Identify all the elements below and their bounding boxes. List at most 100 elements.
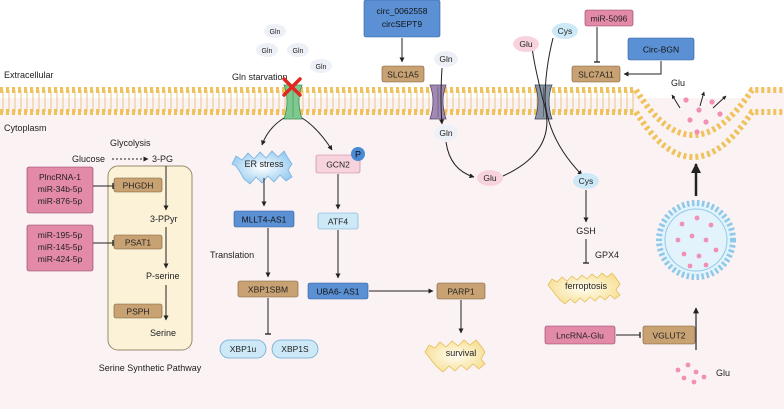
phgdh-label: PHGDH (123, 181, 154, 191)
psat1-regulator-box (26, 224, 94, 272)
ferroptosis-burst (547, 272, 621, 305)
cys-extracellular-ellipse (552, 23, 578, 39)
gln-extracellular-ellipse (434, 51, 458, 67)
phospho-badge (351, 147, 365, 161)
survival-burst (424, 339, 486, 373)
cys-intracellular-label: Cys (579, 176, 594, 186)
xbp1u-pill (219, 339, 267, 359)
circbgn-to-slc7a11-arrow (623, 61, 662, 77)
serine-label: Serine (150, 328, 176, 338)
slc1a5-channel (429, 84, 447, 120)
ferroptosis-label: ferroptosis (565, 281, 608, 291)
regulator-mir876: miR-876-5p (38, 196, 83, 206)
phgdh-box (113, 177, 163, 193)
glu-extracellular-label: Glu (519, 39, 533, 49)
gln-intracellular-label: Gln (439, 128, 453, 138)
gsh-label: GSH (576, 226, 596, 236)
glu-release-dots (683, 97, 723, 135)
glu-released-label: Glu (671, 78, 685, 88)
atf4-label: ATF4 (328, 217, 348, 227)
psat1-label: PSAT1 (125, 238, 152, 248)
circ-0062558-label: circ_0062558 (376, 6, 427, 16)
regulator-mir195: miR-195-5p (38, 230, 83, 240)
gcn2-box (315, 154, 361, 174)
vglut2-label: VGLUT2 (652, 331, 685, 341)
glu-extracellular-ellipse (513, 36, 539, 52)
glu-release-arrow-left (671, 94, 681, 109)
gln-molecule: Gln (262, 48, 273, 55)
mllt4-box (233, 210, 295, 228)
glycolysis-label: Glycolysis (110, 138, 151, 148)
regulator-plncrna1: PlncRNA-1 (39, 172, 81, 182)
mir5096-label: miR-5096 (591, 14, 628, 24)
gln-to-glu-arrow (445, 141, 475, 179)
cys-import-arrow (544, 37, 583, 176)
gln-molecule: Gln (316, 64, 327, 71)
uba6-label: UBA6- AS1 (317, 287, 360, 297)
circ-bgn-box (627, 37, 695, 61)
slc7a11-box (571, 65, 621, 83)
circsept9-label: circSEPT9 (382, 19, 422, 29)
pserine-label: P-serine (146, 271, 180, 281)
glu-release-arrow-mid (699, 91, 705, 107)
lncrna-glu-label: LncRNA-Glu (556, 331, 604, 341)
glu-intracellular-ellipse (477, 170, 503, 186)
cytoplasm-label: Cytoplasm (4, 123, 47, 133)
xbp1s-label: XBP1S (281, 344, 309, 354)
vglut2-box (642, 325, 696, 345)
circ-slc1a5-box (363, 0, 441, 38)
slc7a11-label: SLC7A11 (578, 70, 614, 80)
psph-label: PSPH (126, 307, 149, 317)
glu-free-label: Glu (716, 368, 730, 378)
mir5096-box (584, 9, 634, 27)
free-glu-dots (675, 362, 707, 385)
gln-molecule: Gln (293, 48, 304, 55)
cell-membrane (0, 87, 784, 160)
gln-import-arrow (439, 67, 445, 125)
regulator-mir34b: miR-34b-5p (38, 184, 83, 194)
extracellular-label: Extracellular (4, 70, 54, 80)
xbp1sbm-box (237, 280, 299, 298)
phospho-label: P (355, 150, 361, 160)
3pg-label: 3-PG (152, 154, 173, 164)
synaptic-vesicle (656, 200, 736, 280)
survival-label: survival (446, 348, 477, 358)
atf4-box (317, 212, 359, 230)
gln-molecule: Gln (270, 29, 281, 36)
serine-pathway-panel (107, 165, 193, 351)
regulator-mir145: miR-145-5p (38, 242, 83, 252)
cys-intracellular-ellipse (573, 173, 599, 189)
gcn2-label: GCN2 (326, 160, 350, 170)
xbp1sbm-label: XBP1SBM (248, 285, 288, 295)
glu-release-arrow-right (712, 95, 727, 109)
slc1a5-box (381, 65, 425, 83)
blocked-x-icon (282, 77, 302, 97)
psat1-box (113, 234, 163, 250)
er-stress-label: ER stress (244, 159, 284, 169)
parp1-box (436, 282, 486, 300)
xbp1u-label: XBP1u (230, 344, 257, 354)
cys-extracellular-label: Cys (558, 26, 573, 36)
vesicle-pocket (632, 88, 784, 160)
gln-intracellular-ellipse (434, 125, 458, 141)
lncrna-glu-box (544, 325, 616, 345)
glucose-label: Glucose (72, 154, 105, 164)
gln-extracellular-label: Gln (439, 54, 453, 64)
glu-export-arrow (502, 45, 548, 177)
parp1-label: PARP1 (447, 287, 475, 297)
3ppyr-label: 3-PPyr (150, 214, 178, 224)
receptor-to-gcn2-arrow (301, 117, 333, 151)
slc1a5-label: SLC1A5 (387, 70, 419, 80)
serine-pathway-caption: Serine Synthetic Pathway (99, 363, 202, 373)
regulator-mir424: miR-424-5p (38, 254, 83, 264)
glu-intracellular-label: Glu (483, 173, 497, 183)
er-stress-burst (231, 150, 293, 185)
phgdh-regulator-box (26, 166, 94, 214)
psph-box (113, 303, 163, 319)
xbp1s-pill (271, 339, 319, 359)
receptor-to-er-arrow (261, 117, 285, 146)
uba6-box (307, 282, 369, 300)
gln-starvation-label: Gln starvation (232, 72, 288, 82)
